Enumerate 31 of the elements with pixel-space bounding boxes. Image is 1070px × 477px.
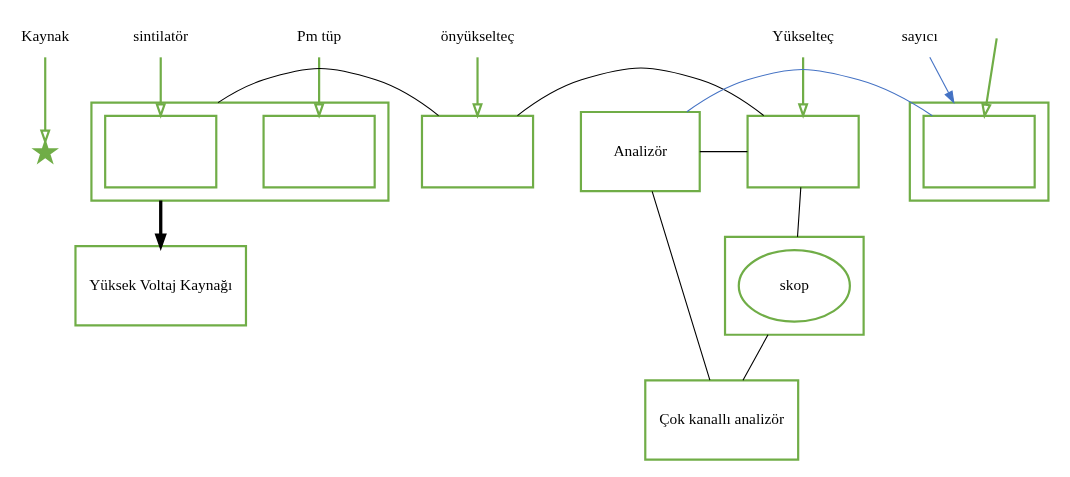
connector <box>516 67 765 117</box>
node-text: Kaynak <box>21 27 70 45</box>
node-ellipse: skop <box>737 248 851 323</box>
connector <box>742 334 769 381</box>
node-box <box>420 114 535 189</box>
arrow <box>155 57 167 119</box>
arrow <box>472 57 483 119</box>
connector <box>217 68 440 117</box>
connector <box>651 190 711 381</box>
node-text: Pm tüp <box>297 27 342 45</box>
node-text: önyükselteç <box>440 27 515 45</box>
connector <box>686 68 933 117</box>
node-box: Analizör <box>579 110 701 193</box>
node-box <box>104 114 218 189</box>
node-box <box>922 114 1036 189</box>
arrow <box>929 56 955 105</box>
node-box <box>262 114 376 189</box>
node-box <box>746 114 860 189</box>
node-box: Çok kanallı analizör <box>644 379 800 461</box>
arrow <box>154 200 167 252</box>
arrow <box>797 57 809 119</box>
node-text: sayıcı <box>901 27 938 45</box>
arrow <box>39 57 51 145</box>
node-text: sintilatör <box>133 27 189 45</box>
connector <box>796 186 802 238</box>
connector <box>699 151 748 153</box>
node-box: Yüksek Voltaj Kaynağı <box>74 245 248 327</box>
arrow <box>313 57 325 119</box>
cluster <box>723 235 865 336</box>
node-text: Yükselteç <box>772 27 834 45</box>
arrow <box>981 38 998 119</box>
